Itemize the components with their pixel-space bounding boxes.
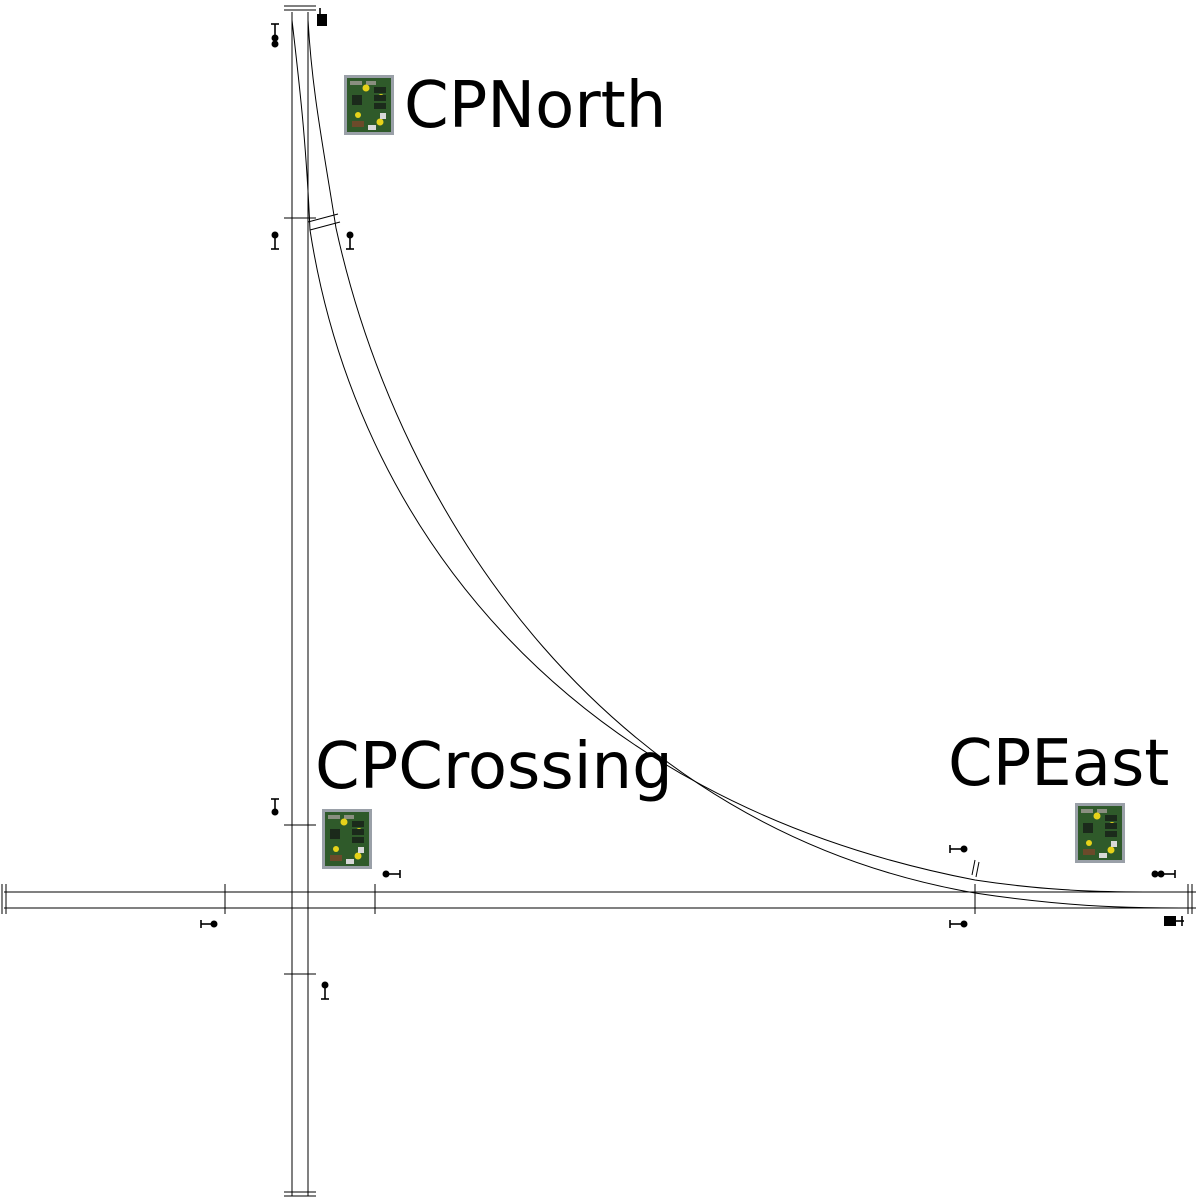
- block-boundary: [975, 861, 980, 878]
- curved-track-rail-inner: [307, 19, 1181, 909]
- signal-mast-icon[interactable]: [271, 231, 279, 250]
- signal-mast-icon[interactable]: [317, 8, 327, 26]
- signal-mast-icon[interactable]: [382, 870, 401, 878]
- signal-mast-icon[interactable]: [1164, 916, 1184, 926]
- signal-mast-icon[interactable]: [200, 920, 218, 928]
- cp-north-label[interactable]: CPNorth: [404, 69, 667, 143]
- signal-mast-icon[interactable]: [949, 845, 968, 853]
- circuit-board-icon[interactable]: [1075, 803, 1125, 863]
- signal-mast-icon[interactable]: [271, 23, 279, 48]
- signal-mast-icon[interactable]: [1151, 870, 1176, 878]
- cp-east-label[interactable]: CPEast: [948, 727, 1170, 801]
- signal-mast-icon[interactable]: [949, 920, 968, 928]
- circuit-board-icon[interactable]: [344, 75, 394, 135]
- block-boundary: [971, 859, 976, 876]
- signal-mast-icon[interactable]: [271, 798, 279, 816]
- block-boundary: [307, 213, 339, 223]
- circuit-board-icon[interactable]: [322, 809, 372, 869]
- cp-crossing-label[interactable]: CPCrossing: [315, 730, 673, 804]
- signal-mast-icon[interactable]: [346, 231, 354, 250]
- signal-mast-icon[interactable]: [321, 981, 329, 1000]
- curved-track-rail-outer: [291, 19, 1181, 893]
- block-boundary: [309, 221, 341, 231]
